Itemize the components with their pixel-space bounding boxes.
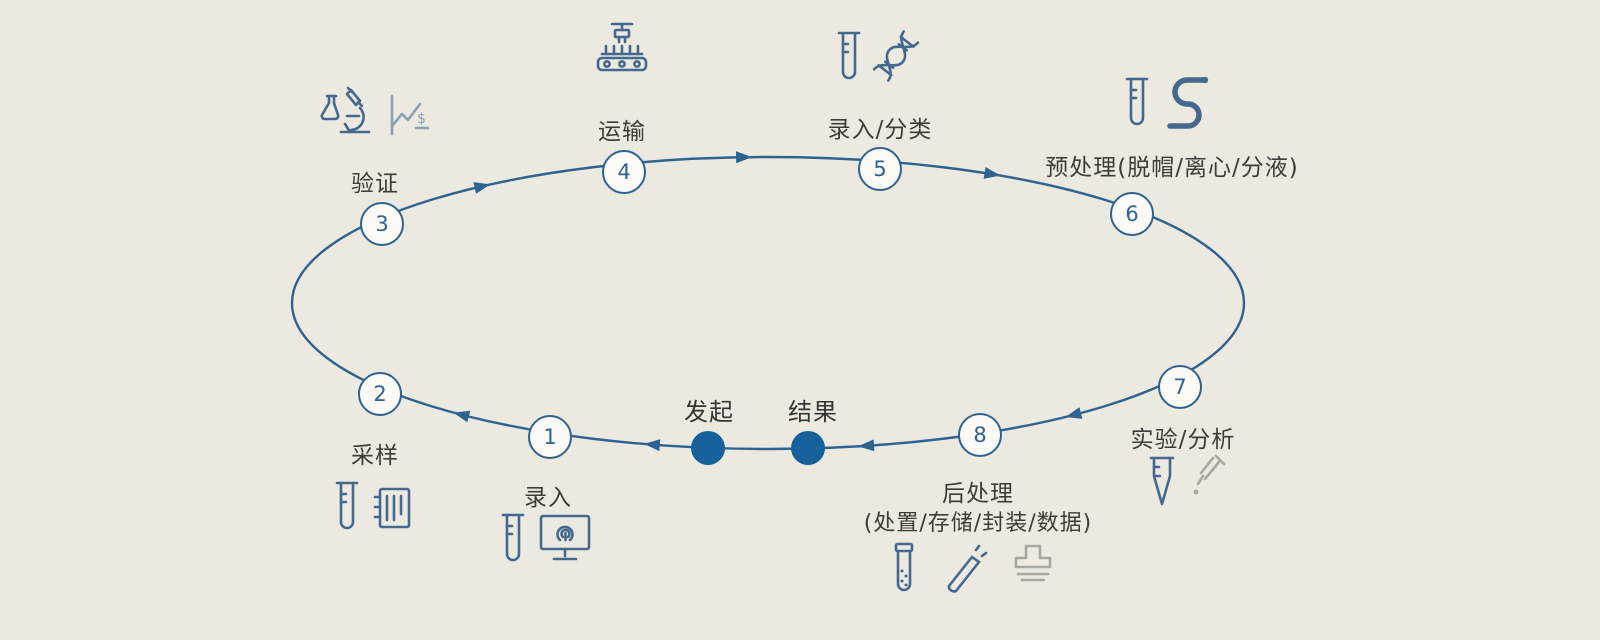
step-label-3: 验证: [351, 171, 399, 197]
step-sublabel-8: (处置/存储/封装/数据): [863, 511, 1093, 536]
test-tube-icon: [837, 31, 861, 80]
step-node-2: 2: [358, 372, 402, 416]
step-label-5: 录入/分类: [827, 117, 933, 143]
step-node-5: 5: [858, 147, 902, 191]
centrifuge-tube-icon: [1149, 456, 1175, 506]
flow-arrow-1-2: [453, 410, 471, 423]
flow-ellipse: [290, 155, 1246, 451]
step-label-4: 运输: [598, 119, 646, 145]
step-1-icons: [500, 510, 594, 566]
step-node-6: 6: [1110, 192, 1154, 236]
step-label-6: 预处理(脱帽/离心/分液): [1045, 155, 1299, 181]
press-icon: [1014, 544, 1052, 582]
ledger-icon: [373, 487, 411, 529]
step-8-icons: [890, 540, 1060, 598]
flow-arrow-7-8: [1065, 407, 1083, 419]
step-node-4: 4: [602, 150, 646, 194]
test-tube-icon: [335, 481, 359, 530]
end-label: 结果: [788, 398, 838, 426]
decapper-icon: [1167, 76, 1209, 129]
start-dot: [691, 431, 725, 465]
step-node-3: 3: [360, 202, 404, 246]
flow-arrow-start-1: [643, 439, 661, 452]
flow-arrow-3-4: [473, 182, 491, 194]
step-3-icons: $: [314, 84, 432, 138]
flow-arrow-4-5: [736, 151, 753, 164]
step-label-7: 实验/分析: [1130, 427, 1236, 453]
trend-chart-icon: $: [390, 94, 430, 136]
start-label: 发起: [684, 398, 734, 426]
step-node-1: 1: [528, 415, 572, 459]
step-6-icons: [1124, 70, 1214, 130]
robotic-dispenser-conveyor-icon: [596, 22, 648, 72]
step-5-icons: [836, 28, 920, 84]
step-7-icons: [1146, 452, 1228, 510]
step-4-icons: [588, 20, 656, 82]
step-label-8: 后处理: [942, 481, 1014, 507]
flow-arrow-8-end: [858, 439, 875, 452]
step-node-7: 7: [1158, 365, 1202, 409]
test-tube-icon: [501, 513, 525, 562]
flow-arrow-5-6: [983, 167, 1001, 179]
end-dot: [791, 431, 825, 465]
monitor-fingerprint-icon: [539, 514, 591, 561]
microscope-flask-icon: [320, 86, 371, 134]
svg-text:$: $: [417, 111, 426, 127]
dropper-icon: [1193, 454, 1226, 495]
step-label-1: 录入: [524, 485, 572, 511]
step-2-icons: [334, 478, 416, 534]
granule-tube-icon: [894, 542, 914, 592]
dna-icon: [872, 30, 920, 82]
test-tube-icon: [1125, 77, 1149, 126]
step-label-2: 采样: [351, 443, 399, 469]
swab-tube-icon: [947, 544, 988, 593]
step-node-8: 8: [958, 413, 1002, 457]
